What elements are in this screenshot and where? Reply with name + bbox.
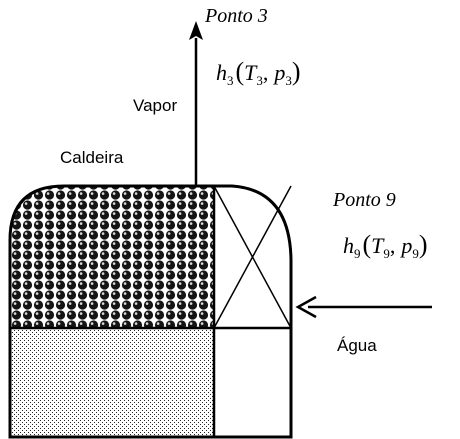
point3-p-sub: 3 [285,73,292,88]
point3-T-sub: 3 [256,73,263,88]
point9-equation: h9(T9,p9) [343,230,428,261]
point3-equation: h3(T3,p3) [216,57,301,88]
point3-h: h [216,60,227,85]
point3-p: p [272,60,285,85]
vapor-arrow [189,21,203,186]
boiler-label: Caldeira [60,148,124,167]
point9-open-paren: ( [363,230,372,259]
point9-h: h [343,233,354,258]
point3-T: T [244,60,258,85]
water-label: Água [337,336,377,355]
steam-region [10,186,214,328]
point3-open-paren: ( [236,57,245,86]
point3-comma: , [263,60,269,85]
point3-title: Ponto 3 [204,5,268,27]
vapor-label: Vapor [133,96,177,115]
point9-p-sub: 9 [412,246,419,261]
point3-close-paren: ) [292,57,301,86]
water-region [10,328,214,437]
point9-h-sub: 9 [354,246,361,261]
point9-T-sub: 9 [383,246,390,261]
point9-comma: , [390,233,396,258]
point9-title: Ponto 9 [332,189,396,211]
point9-close-paren: ) [419,230,428,259]
water-arrow [295,295,432,319]
point3-h-sub: 3 [227,73,234,88]
point9-T: T [371,233,385,258]
boiler-outline [8,184,293,439]
cross-line-2 [213,185,292,329]
point9-p: p [399,233,412,258]
